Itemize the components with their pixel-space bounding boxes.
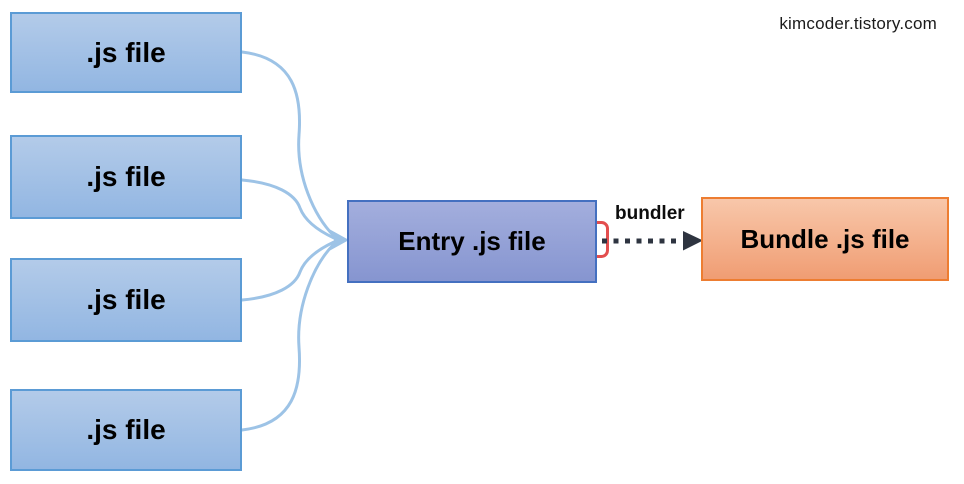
source-file-label: .js file — [86, 161, 166, 192]
curved-connector-4 — [240, 242, 336, 432]
source-file-box-2: .js file — [10, 135, 242, 219]
connector-arrowhead-icon — [330, 229, 349, 251]
source-file-label: .js file — [86, 414, 166, 445]
entry-file-label: Entry .js file — [398, 226, 546, 256]
source-file-box-3: .js file — [10, 258, 242, 342]
source-file-label: .js file — [86, 36, 166, 68]
bundler-label: bundler — [615, 203, 685, 224]
source-file-label: .js file — [86, 284, 166, 315]
dotted-arrow-head-icon — [683, 231, 703, 251]
source-file-box-1: .js file — [10, 12, 242, 93]
watermark: kimcoder.tistory.com — [779, 14, 937, 33]
curved-connector-3 — [240, 240, 336, 302]
curved-connector-1 — [240, 50, 336, 238]
entry-file-box: Entry .js file — [347, 200, 597, 283]
curved-connector-2 — [240, 178, 336, 240]
source-file-box-4: .js file — [10, 389, 242, 471]
bundle-file-box: Bundle .js file — [701, 197, 949, 281]
bundle-file-label: Bundle .js file — [740, 223, 910, 254]
